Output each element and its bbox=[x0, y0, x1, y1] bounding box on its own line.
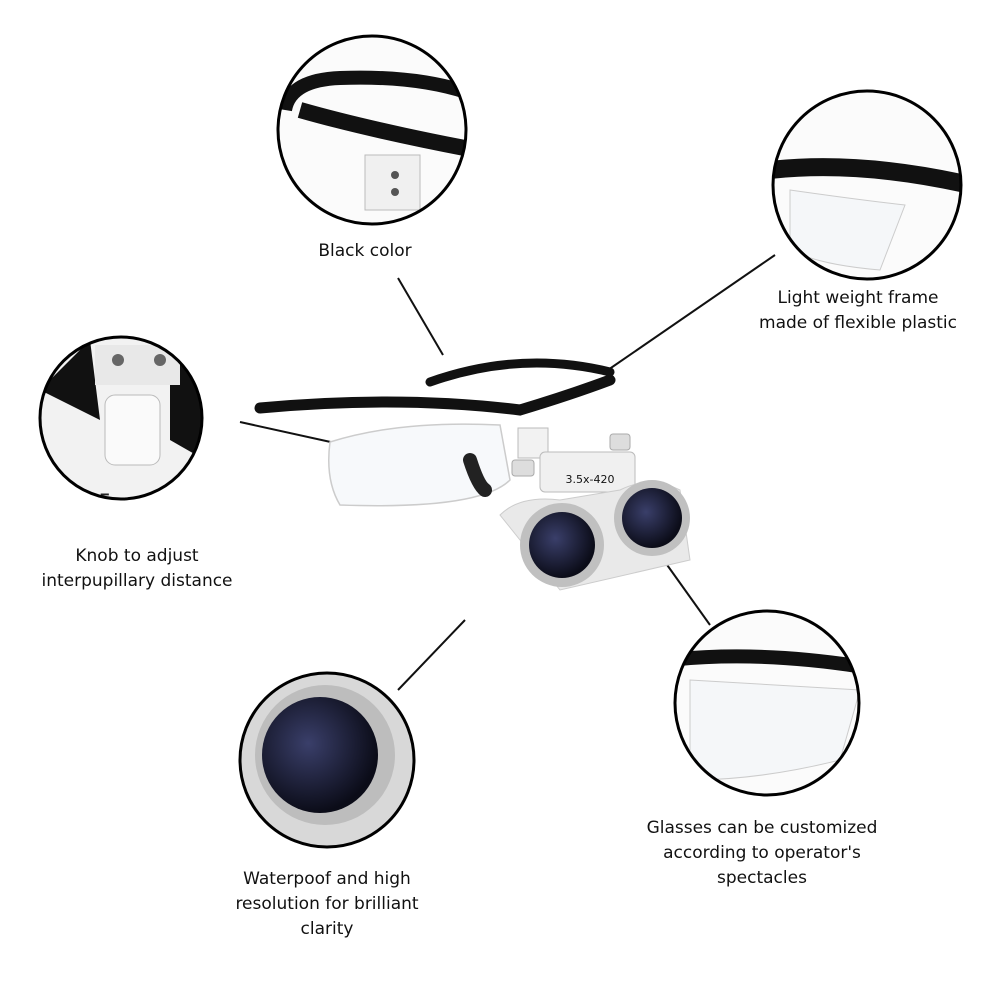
connector-frame bbox=[604, 254, 776, 373]
label-line: spectacles bbox=[717, 868, 807, 888]
label-line: Glasses can be customized bbox=[646, 818, 878, 838]
label-black-color: Black color bbox=[318, 239, 411, 264]
connector-glasses bbox=[659, 554, 711, 626]
product-image: 3.5x-420 bbox=[254, 358, 691, 591]
label-line: Black color bbox=[318, 241, 412, 261]
label-line: interpupillary distance bbox=[41, 571, 233, 591]
label-line: Waterpoof and high bbox=[243, 869, 411, 889]
label-line: according to operator's bbox=[663, 843, 861, 863]
label-line: resolution for brilliant bbox=[235, 894, 419, 914]
label-line: made of flexible plastic bbox=[759, 313, 957, 333]
knob-marking: 3.5x-420 bbox=[72, 491, 178, 516]
label-knob: Knob to adjust interpupillary distance bbox=[41, 544, 232, 594]
connector-black-color bbox=[397, 277, 444, 356]
label-lens: Waterpoof and high resolution for brilli… bbox=[235, 867, 418, 942]
label-line: Knob to adjust bbox=[75, 546, 199, 566]
callout-circle-glasses bbox=[673, 609, 861, 797]
callout-circle-knob: 3.5x-420 bbox=[38, 335, 204, 516]
callout-circle-frame bbox=[771, 89, 963, 281]
product-marking: 3.5x-420 bbox=[566, 473, 615, 486]
label-line: clarity bbox=[300, 919, 354, 939]
label-frame: Light weight frame made of flexible plas… bbox=[759, 286, 957, 336]
connector-lens bbox=[397, 619, 466, 691]
callout-circle-lens bbox=[238, 671, 416, 849]
callout-circle-black-color bbox=[276, 34, 468, 226]
label-line: Light weight frame bbox=[777, 288, 939, 308]
label-glasses: Glasses can be customized according to o… bbox=[647, 816, 878, 891]
